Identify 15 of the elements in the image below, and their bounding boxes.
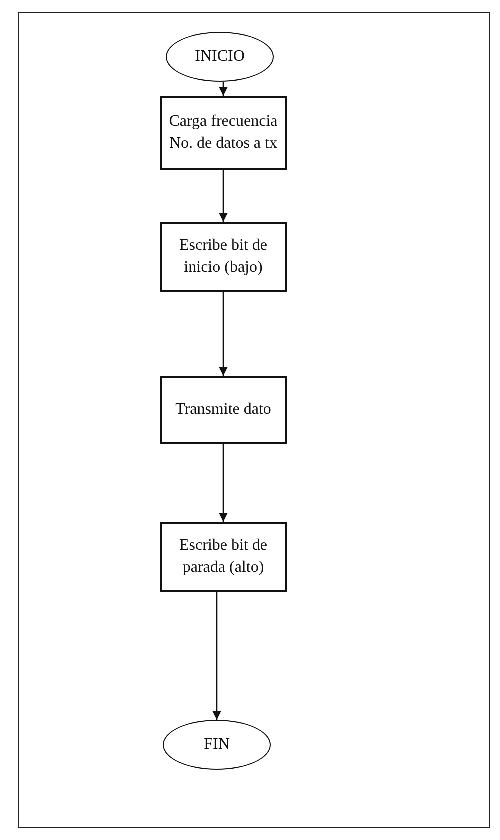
process-box bbox=[160, 376, 287, 444]
node-text: Escribe bit de inicio (bajo) bbox=[178, 236, 268, 278]
arrow bbox=[218, 170, 228, 222]
arrow bbox=[212, 592, 222, 720]
node-text: INICIO bbox=[195, 47, 245, 68]
process-box bbox=[160, 96, 287, 170]
process-box bbox=[160, 522, 287, 592]
arrow bbox=[218, 292, 228, 376]
node-text: Carga frecuencia No. de datos a tx bbox=[168, 112, 279, 154]
node-text: Escribe bit de parada (alto) bbox=[178, 536, 268, 578]
node-text: Transmite dato bbox=[176, 400, 272, 420]
node-text: FIN bbox=[204, 735, 230, 756]
arrow bbox=[218, 82, 228, 96]
arrow bbox=[218, 444, 228, 522]
process-box bbox=[160, 222, 287, 292]
